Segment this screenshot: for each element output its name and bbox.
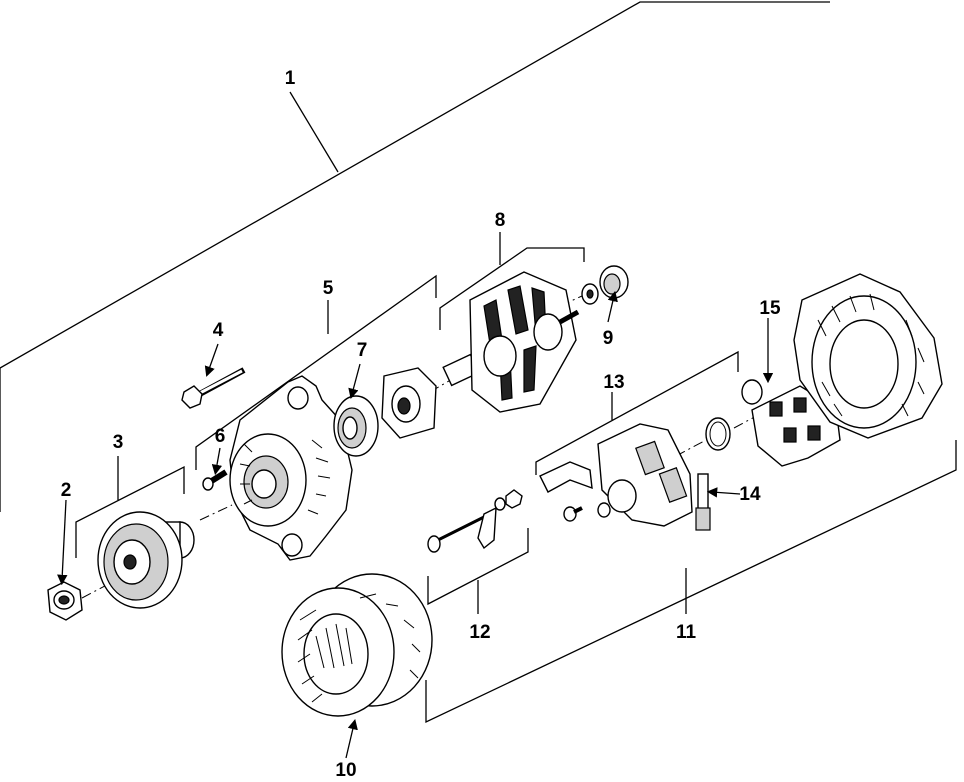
screw-part-6	[202, 447, 228, 491]
bracket-12	[427, 528, 529, 614]
callout-7: 7	[357, 340, 368, 361]
callout-labels: 1 2 3 4 5 6 7 8 9 10 11 12 13 14 15	[61, 68, 781, 781]
callout-5: 5	[323, 278, 334, 299]
callout-1: 1	[285, 68, 296, 89]
pulley-part-3	[97, 511, 195, 609]
nut-part-2	[47, 499, 83, 621]
bracket-assembly-1	[0, 1, 830, 512]
terminal-bolt-part-12	[427, 489, 523, 553]
bracket-8	[439, 232, 585, 330]
snap-ring	[705, 417, 731, 451]
callout-11: 11	[676, 622, 697, 643]
rear-housing-part-11	[793, 273, 943, 439]
rear-bearing-part-9	[581, 265, 629, 323]
callout-14: 14	[739, 484, 761, 505]
callout-8: 8	[495, 210, 506, 231]
callout-2: 2	[61, 480, 72, 501]
bolt-part-4	[181, 343, 246, 409]
callout-6: 6	[215, 426, 226, 447]
callout-10: 10	[335, 760, 356, 781]
rotor-part-8	[442, 271, 580, 413]
brush-part-14	[695, 473, 741, 531]
callout-4: 4	[213, 320, 224, 341]
bracket-11	[425, 440, 957, 724]
stator-part-10	[281, 573, 433, 759]
callout-3: 3	[113, 432, 124, 453]
front-housing-part-5	[229, 375, 353, 561]
callout-12: 12	[469, 622, 490, 643]
bracket-3	[75, 456, 185, 558]
bearing-part-7	[333, 363, 379, 457]
callout-15: 15	[759, 298, 781, 319]
callout-13: 13	[603, 372, 624, 393]
callout-9: 9	[603, 328, 614, 349]
bracket-13	[535, 350, 739, 475]
retainer-plate	[381, 367, 437, 439]
regulator-part-13	[539, 423, 693, 527]
bracket-5	[195, 274, 437, 470]
